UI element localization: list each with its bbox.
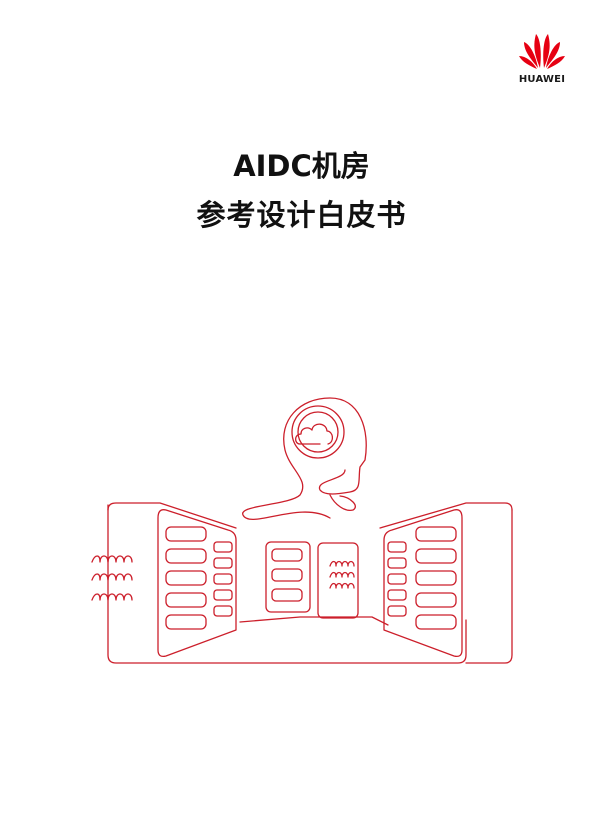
right-server-rack <box>383 509 463 658</box>
left-server-rack <box>157 509 237 658</box>
center-server-racks <box>239 541 389 626</box>
huawei-petals-icon <box>519 34 565 69</box>
data-center-illustration <box>91 397 513 664</box>
title-line-1: AIDC机房 <box>233 149 370 183</box>
title-line-2: 参考设计白皮书 <box>196 198 407 232</box>
huawei-logo: HUAWEI <box>512 28 572 90</box>
brand-name: HUAWEI <box>518 74 566 85</box>
coil-icon <box>91 555 133 601</box>
head-with-cloud-icon <box>242 397 367 520</box>
